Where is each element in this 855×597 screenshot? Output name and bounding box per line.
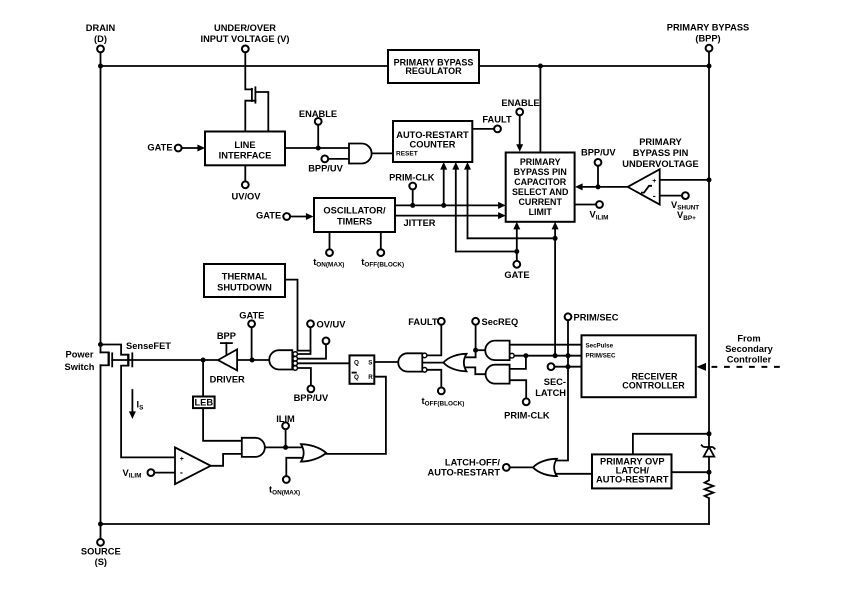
svg-text:SecPulse: SecPulse	[586, 342, 614, 349]
svg-text:PRIM-CLK: PRIM-CLK	[389, 173, 435, 183]
svg-text:GATE: GATE	[504, 270, 529, 280]
svg-text:Secondary: Secondary	[725, 344, 773, 354]
svg-text:LATCH: LATCH	[535, 388, 566, 398]
svg-text:tON(MAX): tON(MAX)	[313, 257, 344, 269]
svg-text:PRIM/SEC: PRIM/SEC	[574, 313, 619, 323]
svg-text:SecREQ: SecREQ	[482, 317, 519, 327]
svg-text:-: -	[653, 191, 656, 201]
svg-text:ILIM: ILIM	[276, 414, 295, 424]
svg-text:GATE: GATE	[239, 310, 264, 320]
svg-text:FAULT: FAULT	[408, 317, 438, 327]
svg-text:BPP: BPP	[217, 331, 236, 341]
svg-text:Switch: Switch	[65, 362, 95, 372]
svg-text:CAPACITOR: CAPACITOR	[514, 177, 567, 187]
svg-text:Power: Power	[66, 350, 94, 360]
svg-text:INTERFACE: INTERFACE	[219, 151, 272, 161]
svg-text:+: +	[652, 178, 656, 185]
svg-text:LATCH-OFF/: LATCH-OFF/	[445, 457, 500, 467]
svg-text:BPP/UV: BPP/UV	[294, 393, 329, 403]
svg-text:JITTER: JITTER	[403, 218, 435, 228]
svg-text:Q: Q	[354, 359, 359, 366]
svg-text:AUTO-RESTART: AUTO-RESTART	[428, 468, 501, 478]
svg-text:tOFF(BLOCK): tOFF(BLOCK)	[361, 257, 404, 269]
svg-text:UV/OV: UV/OV	[232, 192, 262, 202]
svg-text:-: -	[180, 468, 183, 478]
svg-text:LIMIT: LIMIT	[529, 207, 553, 217]
svg-text:GATE: GATE	[147, 142, 172, 152]
svg-text:PRIMARY BYPASS: PRIMARY BYPASS	[394, 57, 474, 67]
svg-text:TIMERS: TIMERS	[337, 216, 372, 226]
svg-text:OSCILLATOR/: OSCILLATOR/	[323, 206, 386, 216]
svg-text:(BPP): (BPP)	[695, 34, 720, 44]
svg-text:COUNTER: COUNTER	[410, 140, 456, 150]
svg-text:PRIMARY BYPASS: PRIMARY BYPASS	[667, 23, 749, 33]
svg-text:+: +	[180, 456, 184, 463]
svg-text:SOURCE: SOURCE	[81, 547, 121, 557]
svg-text:UNDER/OVER: UNDER/OVER	[214, 23, 276, 33]
svg-text:(S): (S)	[95, 557, 107, 567]
svg-text:BPP/UV: BPP/UV	[581, 148, 616, 158]
svg-text:R: R	[368, 374, 373, 381]
svg-text:RECEIVER: RECEIVER	[631, 371, 678, 381]
svg-text:BPP/UV: BPP/UV	[308, 164, 343, 174]
svg-text:S: S	[368, 359, 372, 366]
svg-text:PRIMARY: PRIMARY	[520, 157, 561, 167]
svg-text:INPUT VOLTAGE (V): INPUT VOLTAGE (V)	[200, 34, 289, 44]
svg-text:Q: Q	[354, 374, 359, 381]
svg-text:VSHUNT: VSHUNT	[671, 200, 699, 212]
svg-text:CURRENT: CURRENT	[519, 197, 563, 207]
svg-text:DRAIN: DRAIN	[86, 23, 116, 33]
svg-text:FAULT: FAULT	[482, 114, 512, 124]
svg-text:SELECT AND: SELECT AND	[512, 187, 569, 197]
svg-text:DRIVER: DRIVER	[210, 375, 245, 385]
svg-text:UNDERVOLTAGE: UNDERVOLTAGE	[622, 159, 698, 169]
svg-text:SenseFET: SenseFET	[126, 341, 171, 351]
svg-text:BYPASS PIN: BYPASS PIN	[514, 167, 567, 177]
svg-text:AUTO-RESTART: AUTO-RESTART	[596, 475, 669, 485]
svg-text:PRIMARY OVP: PRIMARY OVP	[600, 457, 665, 467]
svg-text:ENABLE: ENABLE	[501, 98, 539, 108]
svg-text:REGULATOR: REGULATOR	[405, 66, 462, 76]
svg-text:RESET: RESET	[396, 151, 418, 158]
svg-text:IS: IS	[137, 400, 145, 412]
svg-text:AUTO-RESTART: AUTO-RESTART	[396, 130, 469, 140]
svg-text:OV/UV: OV/UV	[317, 319, 347, 329]
svg-text:BYPASS PIN: BYPASS PIN	[633, 148, 689, 158]
svg-text:VILIM: VILIM	[590, 210, 609, 222]
svg-text:VILIM: VILIM	[123, 468, 142, 480]
svg-text:LATCH/: LATCH/	[616, 466, 650, 476]
svg-text:PRIM/SEC: PRIM/SEC	[586, 353, 616, 360]
svg-text:LINE: LINE	[234, 140, 255, 150]
svg-text:tON(MAX): tON(MAX)	[269, 485, 300, 497]
svg-text:THERMAL: THERMAL	[222, 271, 268, 281]
svg-text:CONTROLLER: CONTROLLER	[622, 381, 685, 391]
svg-text:PRIMARY: PRIMARY	[639, 137, 682, 147]
svg-text:PRIM-CLK: PRIM-CLK	[504, 411, 550, 421]
svg-text:ENABLE: ENABLE	[299, 109, 337, 119]
svg-text:LEB: LEB	[194, 398, 213, 408]
svg-text:Controller: Controller	[727, 355, 772, 365]
svg-text:tOFF(BLOCK): tOFF(BLOCK)	[422, 396, 465, 408]
svg-text:(D): (D)	[94, 34, 107, 44]
svg-text:SEC-: SEC-	[544, 377, 566, 387]
svg-text:GATE: GATE	[256, 211, 281, 221]
svg-text:VBP+: VBP+	[677, 210, 696, 222]
svg-text:SHUTDOWN: SHUTDOWN	[217, 282, 272, 292]
svg-text:From: From	[737, 334, 760, 344]
